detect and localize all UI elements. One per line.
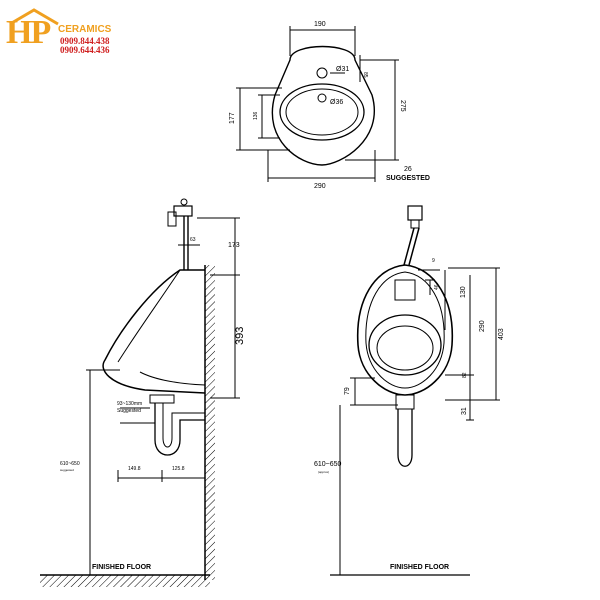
dim-mount-height: 610~650 — [60, 461, 80, 467]
dim-9: 9 — [432, 258, 435, 264]
side-floor-label: FINISHED FLOOR — [92, 564, 151, 571]
dim-depth-left: 149.8 — [128, 466, 141, 472]
logo-mark: HP — [6, 14, 51, 51]
logo-phone-2: 0909.644.436 — [60, 45, 110, 55]
dim-suggested-value: 26 — [404, 166, 412, 173]
logo-phone-1: 0909.844.438 — [60, 36, 110, 46]
trap-note-line2: Suggested — [117, 408, 141, 414]
dim-height-left-outer: 177 — [229, 112, 236, 124]
front-view — [330, 205, 500, 576]
top-view-labels: 190 85 Ø31 Ø36 177 136 275 290 — [229, 21, 406, 190]
dim-depth-right: 125.8 — [172, 466, 185, 472]
dim-valve-offset: 63 — [190, 237, 196, 243]
dim-mount-height-note: suggested — [60, 468, 74, 472]
top-view — [236, 26, 399, 182]
dim-hole-1: Ø31 — [336, 66, 349, 73]
dim-82: 82 — [462, 372, 468, 378]
dim-front-mount-height: 610~650 — [314, 461, 342, 468]
dim-403: 403 — [498, 328, 505, 340]
dim-width-bottom: 290 — [314, 183, 326, 190]
dim-height-upper: 85 — [362, 72, 368, 78]
side-view — [40, 198, 240, 587]
trap-note-line1: 93~130mm — [117, 401, 142, 407]
front-floor-label: FINISHED FLOOR — [390, 564, 449, 571]
dim-height-body: 393 — [234, 327, 246, 345]
dim-290: 290 — [479, 320, 486, 332]
dim-width-top: 190 — [314, 21, 326, 28]
front-view-labels: 26 SUGGESTED 9 46 130 290 403 82 79 31 6… — [314, 166, 505, 571]
dim-height-valve: 173 — [228, 242, 240, 249]
dim-46: 46 — [434, 284, 440, 290]
side-view-labels: 63 173 393 93~130mm Suggested 610~650 su… — [60, 237, 246, 571]
dim-130: 130 — [460, 286, 467, 298]
house-roof-icon — [9, 8, 59, 26]
dim-hole-2: Ø36 — [330, 99, 343, 106]
logo-brand: CERAMICS — [58, 24, 112, 35]
hp-ceramics-logo — [6, 8, 126, 56]
dim-front-mount-height-note: (approx) — [318, 470, 329, 474]
dim-31: 31 — [461, 407, 468, 415]
dim-suggested-label: SUGGESTED — [386, 175, 430, 182]
dim-height-left-inner: 136 — [253, 111, 259, 120]
dim-79: 79 — [344, 387, 351, 395]
dim-height-right: 275 — [399, 100, 406, 112]
